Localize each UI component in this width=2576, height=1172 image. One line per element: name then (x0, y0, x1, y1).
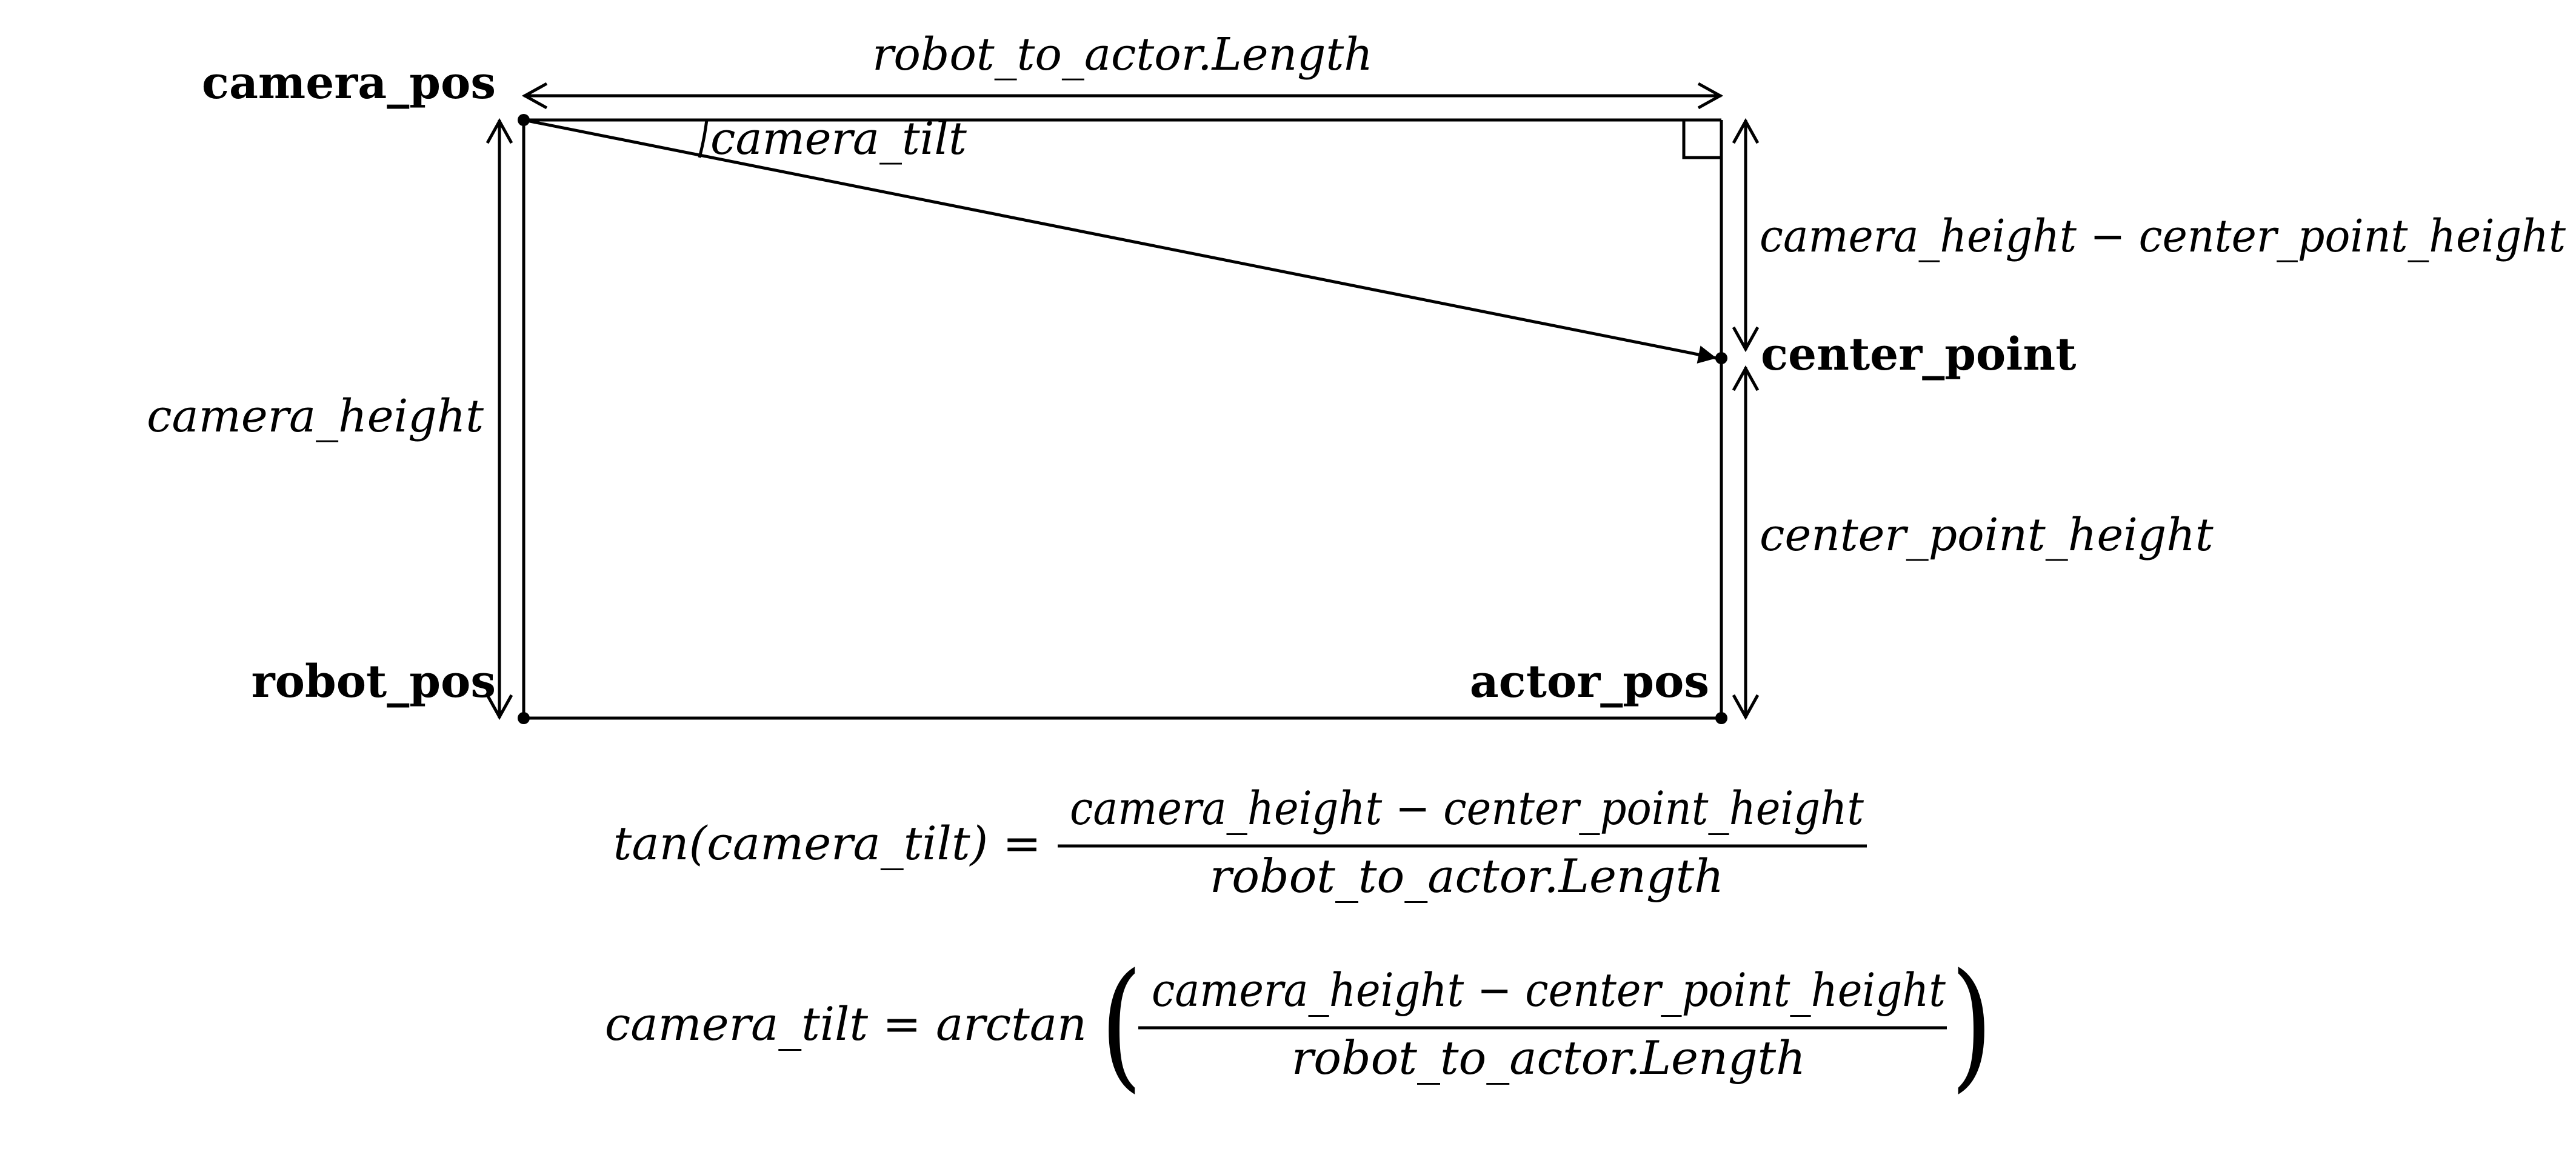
height-difference-arrowhead-bottom (1732, 326, 1760, 353)
dimension-labels: robot_to_actor.Length camera_height came… (147, 28, 2566, 561)
length-arrowhead-left (521, 82, 548, 110)
camera-pos-dot (518, 114, 530, 126)
point-labels: camera_pos robot_pos actor_pos center_po… (202, 57, 2076, 708)
camera-height-arrowhead-bottom (486, 694, 513, 721)
equation-tan-numerator: camera_height − center_point_height (1070, 781, 1864, 835)
equation-arctan-close-paren: ) (1950, 944, 1993, 1106)
center-point-label: center_point (1761, 328, 2076, 381)
robot-pos-label: robot_pos (252, 656, 496, 708)
equation-arctan-denominator: robot_to_actor.Length (1292, 1031, 1806, 1085)
equation-arctan-numerator: camera_height − center_point_height (1152, 963, 1946, 1017)
center-point-height-arrowhead-bottom (1732, 694, 1760, 721)
camera-pos-label: camera_pos (202, 57, 496, 109)
center-point-dot (1715, 352, 1727, 364)
camera-tilt-angle-label: camera_tilt (710, 113, 967, 165)
center-point-height-label: center_point_height (1760, 509, 2214, 561)
geometry (518, 114, 1727, 724)
center-point-height-arrowhead-top (1732, 365, 1760, 391)
actor-pos-dot (1715, 712, 1727, 724)
robot-to-actor-length-label: robot_to_actor.Length (872, 28, 1373, 81)
equation-arctan-open-paren: ( (1100, 944, 1143, 1106)
equation-tan: tan(camera_tilt) = camera_height − cente… (613, 781, 1867, 903)
height-difference-arrowhead-top (1732, 118, 1760, 144)
equation-tan-denominator: robot_to_actor.Length (1210, 849, 1724, 903)
camera-tilt-angle-arc (698, 119, 709, 158)
camera-height-arrowhead-top (486, 118, 513, 144)
right-angle-marker (1682, 120, 1721, 159)
height-difference-label: camera_height − center_point_height (1760, 210, 2566, 262)
equation-arctan: camera_tilt = arctan ( camera_height − c… (605, 944, 1993, 1106)
equation-arctan-lhs: camera_tilt = arctan (605, 997, 1087, 1051)
camera-height-label: camera_height (147, 390, 484, 442)
equation-tan-lhs: tan(camera_tilt) = (613, 816, 1041, 870)
actor-pos-label: actor_pos (1470, 656, 1709, 708)
length-arrowhead-right (1697, 82, 1724, 110)
dimension-arrows (486, 82, 1760, 721)
robot-pos-dot (518, 712, 530, 724)
line-of-sight-arrow (523, 118, 1717, 364)
